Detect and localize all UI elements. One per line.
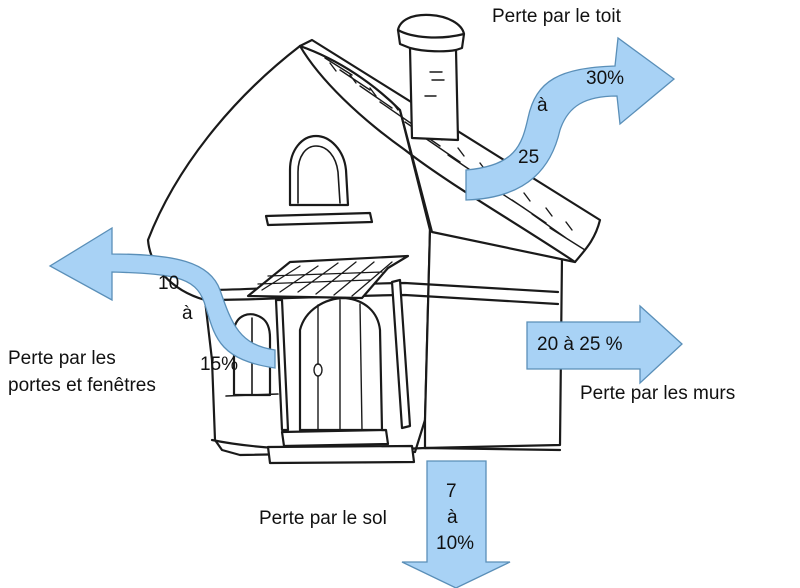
openings-loss-sep: à	[182, 303, 193, 324]
front-door	[298, 296, 384, 432]
floor-loss-arrow	[401, 460, 511, 588]
openings-loss-label-line2: portes et fenêtres	[8, 375, 156, 396]
roof-loss-label: Perte par le toit	[492, 6, 621, 27]
roof-loss-sep: à	[537, 95, 548, 116]
openings-loss-to: 15%	[200, 354, 239, 375]
front-step	[280, 428, 390, 448]
openings-loss-arrow	[48, 226, 276, 369]
walls-loss-arrow	[526, 304, 683, 385]
upper-window	[288, 134, 350, 207]
porch-post-left	[274, 298, 290, 432]
roof-loss-from: 25	[518, 147, 540, 168]
upper-window-inner	[297, 145, 341, 204]
roof-edge	[298, 44, 577, 264]
chimney	[396, 13, 466, 142]
openings-loss-label-line1: Perte par les	[8, 348, 116, 369]
porch-post-right	[390, 278, 412, 430]
porch-roof-tiles	[257, 261, 393, 297]
chimney-top	[396, 28, 466, 53]
floor-loss-to: 10%	[436, 533, 475, 554]
roof-loss-to: 30%	[586, 68, 625, 89]
floor-loss-label: Perte par le sol	[259, 508, 387, 529]
walls-loss-value: 20 à 25 %	[537, 334, 623, 355]
upper-window-sill	[264, 211, 374, 227]
openings-loss-from: 10	[158, 273, 180, 294]
house-illustration	[146, 13, 602, 465]
walls-loss-label: Perte par les murs	[580, 383, 736, 404]
chimney-bricks	[424, 71, 445, 97]
lower-step	[266, 444, 416, 465]
roof-slab	[298, 38, 602, 264]
door-handle	[313, 363, 323, 377]
floor-loss-from: 7	[446, 481, 457, 502]
floor-loss-sep: à	[447, 507, 458, 528]
roof-loss-arrow	[465, 36, 676, 201]
